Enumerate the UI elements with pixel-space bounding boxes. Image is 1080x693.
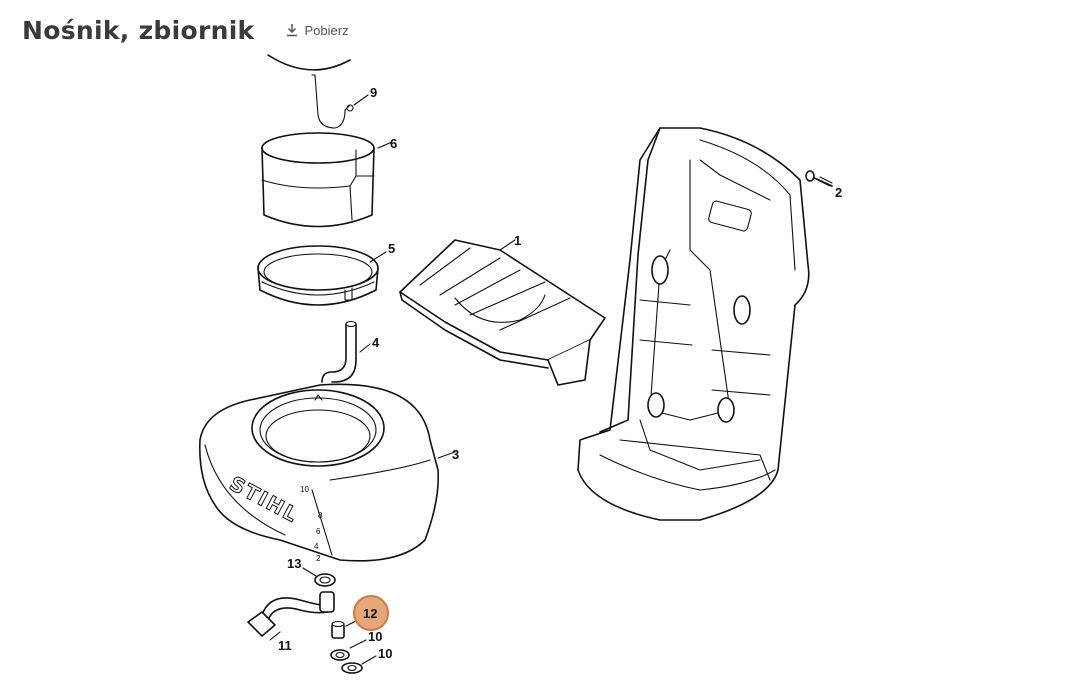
top-arc-part: [267, 54, 351, 71]
svg-text:8: 8: [318, 511, 323, 520]
page-title: Nośnik, zbiornik: [22, 15, 255, 45]
download-icon: [286, 24, 297, 37]
svg-text:6: 6: [316, 527, 321, 536]
part-label-4[interactable]: 4: [372, 335, 380, 350]
part-12-sleeve: [331, 617, 363, 639]
part-label-12[interactable]: 12: [363, 606, 377, 621]
part-label-3[interactable]: 3: [452, 447, 459, 462]
part-label-5[interactable]: 5: [388, 241, 395, 256]
part-label-9[interactable]: 9: [370, 85, 377, 100]
tank-scale: 10 8 6 4 2: [300, 485, 333, 563]
header: Nośnik, zbiornik Pobierz: [22, 10, 349, 50]
selected-part-highlight: [353, 595, 389, 631]
part-label-10-upper[interactable]: 10: [368, 629, 382, 644]
part-13-clamp: [302, 567, 336, 587]
carrier-frame: [577, 127, 810, 521]
download-label: Pobierz: [304, 22, 349, 38]
svg-text:10: 10: [300, 485, 309, 494]
part-5-ring: [257, 245, 387, 306]
part-10-clamp-upper: [330, 639, 367, 661]
part-label-2[interactable]: 2: [835, 185, 842, 200]
part-3-tank: STIHL 10 8 6 4 2: [198, 383, 456, 563]
part-label-11[interactable]: 11: [278, 638, 292, 653]
part-6-sleeve: [261, 132, 393, 228]
part-9-hose: [311, 74, 369, 129]
svg-text:2: 2: [316, 554, 321, 563]
part-10-clamp-lower: [341, 655, 377, 674]
part-label-6[interactable]: 6: [390, 136, 397, 151]
part-4-hose: [321, 320, 371, 383]
part-label-13[interactable]: 13: [287, 556, 301, 571]
part-11-hose: [247, 591, 335, 641]
part-label-1[interactable]: 1: [514, 233, 521, 248]
part-1-bracket: [399, 239, 606, 386]
download-button[interactable]: Pobierz: [285, 23, 349, 38]
part-2-screw: [805, 170, 833, 187]
part-label-10-lower[interactable]: 10: [378, 646, 392, 661]
svg-text:4: 4: [314, 542, 319, 551]
